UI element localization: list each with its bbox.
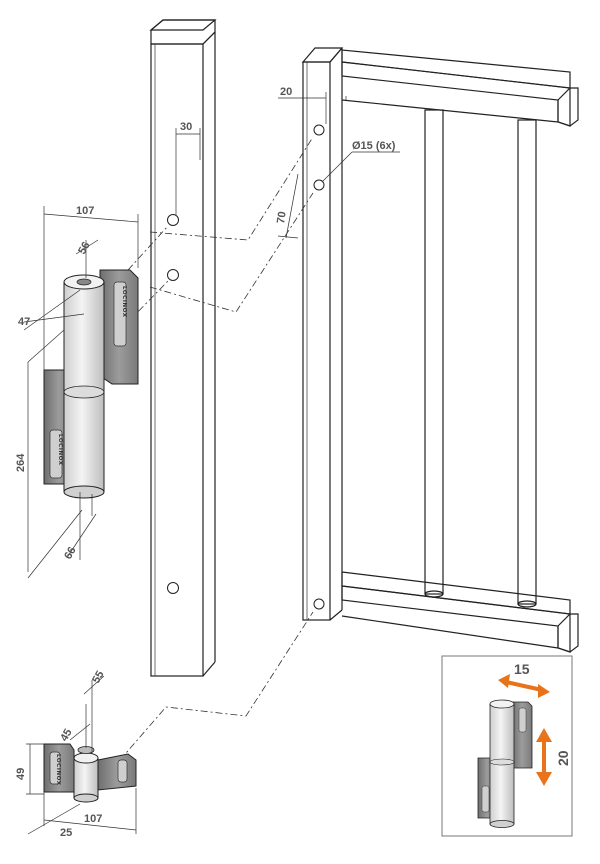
dim-20: 20	[280, 86, 292, 98]
dim-66: 66	[62, 545, 79, 562]
dim-55: 55	[90, 669, 107, 686]
gate-bar	[424, 109, 444, 598]
dim-45: 45	[58, 727, 75, 744]
brand-label: LOCINOX	[55, 754, 61, 786]
alignment-lines	[119, 136, 314, 761]
gate-post	[149, 19, 217, 677]
post-hole	[167, 582, 179, 594]
dim-56: 56	[76, 240, 93, 257]
gate-hole	[313, 179, 325, 191]
dim-47: 47	[18, 316, 30, 328]
brand-label: LOCINOX	[121, 286, 127, 318]
dim-264: 264	[15, 453, 27, 472]
post-hole	[167, 214, 179, 226]
lower-hinge: LOCINOX	[43, 743, 137, 803]
post-hole	[167, 269, 179, 281]
dimension-lines	[23, 92, 400, 835]
dim-70: 70	[275, 211, 289, 225]
gate-bar	[517, 119, 537, 608]
gate-frame	[301, 47, 579, 653]
adjust-arrows	[498, 674, 552, 786]
dim-30: 30	[180, 121, 192, 133]
dim-hole-diameter: Ø15 (6x)	[352, 140, 396, 152]
brand-label: LOCINOX	[57, 434, 63, 466]
adjust-vertical-label: 20	[555, 750, 571, 766]
dimension-labels: 107 56 47 264 66 30 20 Ø15 (6x) 70 55 45…	[15, 86, 396, 839]
dim-107: 107	[76, 205, 94, 217]
adjust-horizontal-label: 15	[514, 661, 530, 677]
gate-hole	[313, 598, 325, 610]
dim-25: 25	[60, 827, 72, 839]
adjustment-inset: 15 20	[441, 655, 573, 837]
dim-49: 49	[15, 768, 27, 780]
dim-107-bottom: 107	[84, 813, 102, 825]
gate-hole	[313, 124, 325, 136]
upper-hinge: LOCINOX LOCINOX	[43, 269, 139, 499]
